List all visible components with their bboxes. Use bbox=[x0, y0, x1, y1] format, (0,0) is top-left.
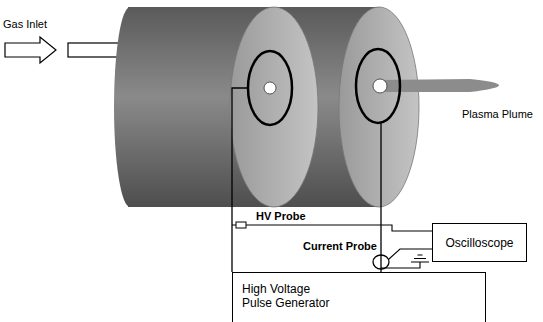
part-label: Current Probe bbox=[303, 240, 377, 253]
probe-wire bbox=[389, 249, 432, 259]
box-text: High Voltage Pulse Generator bbox=[242, 282, 338, 310]
cylinder-end bbox=[114, 7, 146, 207]
hv-wire bbox=[232, 88, 248, 272]
part-label: Gas Inlet bbox=[3, 18, 47, 31]
probe-wire bbox=[232, 225, 432, 231]
ground-symbol bbox=[411, 255, 429, 262]
electrode-disk bbox=[230, 7, 318, 207]
current-probe-symbol bbox=[373, 255, 389, 269]
inlet-arrow bbox=[5, 37, 56, 63]
ground-wire bbox=[381, 262, 420, 268]
gas-hole bbox=[264, 82, 276, 94]
ground-wire bbox=[380, 123, 381, 272]
generator-box: High Voltage Pulse Generator bbox=[232, 272, 486, 322]
part-label: Plasma Plume bbox=[462, 108, 533, 121]
part-label: HV Probe bbox=[256, 210, 306, 223]
gas-tube bbox=[68, 43, 122, 57]
oscilloscope-box: Oscilloscope bbox=[432, 223, 527, 262]
electrode-ring bbox=[356, 49, 400, 123]
electrode-ring bbox=[248, 51, 292, 125]
hv-probe-symbol bbox=[236, 222, 246, 228]
box-text: Oscilloscope bbox=[445, 236, 513, 250]
plasma-plume bbox=[380, 79, 499, 92]
electrode-disk bbox=[339, 7, 419, 207]
gas-hole bbox=[373, 79, 387, 93]
